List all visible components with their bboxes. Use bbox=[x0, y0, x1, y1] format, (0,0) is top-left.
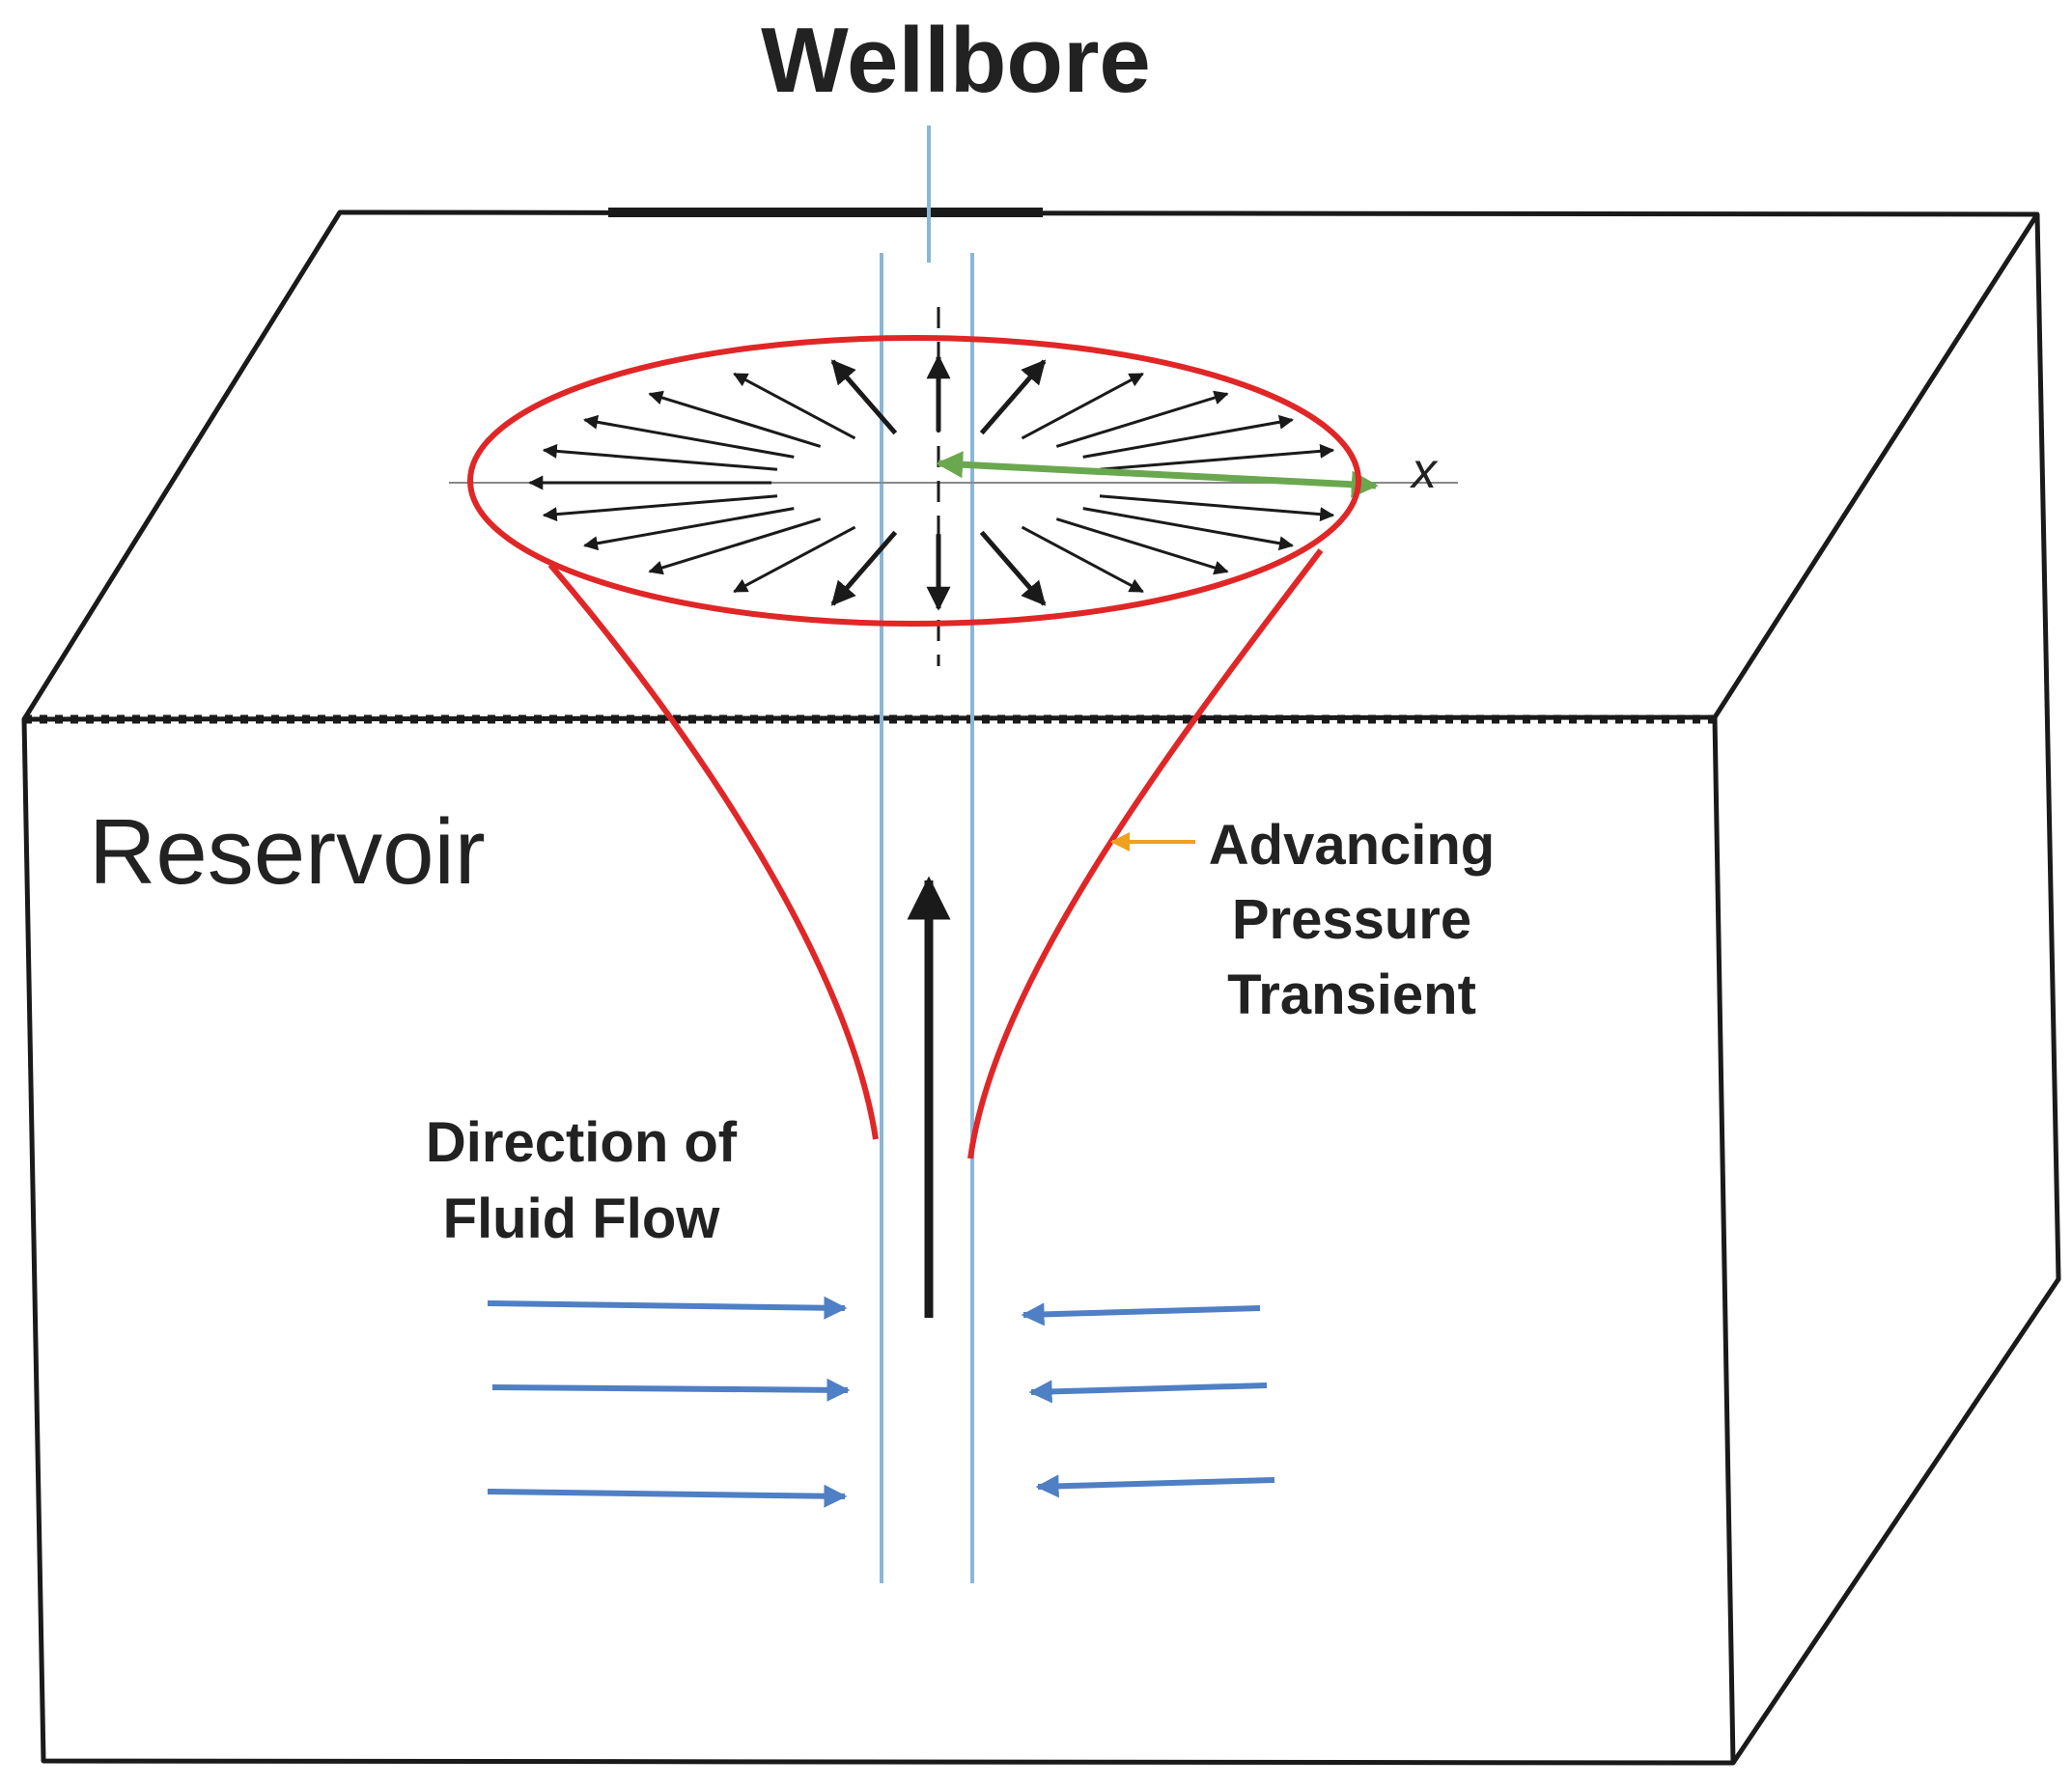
transient-label: Advancing Pressure Transient bbox=[1209, 814, 1496, 1026]
inflow-arrow-left-1 bbox=[487, 1296, 848, 1320]
radial-arrow bbox=[583, 507, 795, 551]
inflow-arrow-right-3 bbox=[1035, 1474, 1275, 1498]
radial-arrow bbox=[1099, 494, 1335, 522]
radial-arrow bbox=[830, 359, 898, 435]
wellbore bbox=[880, 126, 974, 1583]
transient-label-line-1: Advancing bbox=[1209, 814, 1496, 877]
radial-arrow bbox=[583, 414, 795, 459]
block-front-face bbox=[21, 716, 1736, 1766]
block-side-face bbox=[1730, 213, 2061, 1765]
radial-arrow bbox=[1082, 507, 1294, 551]
inflow-arrows bbox=[487, 1296, 1275, 1508]
radial-arrow bbox=[1082, 414, 1294, 459]
inflow-arrow-left-2 bbox=[491, 1378, 851, 1402]
radial-arrow bbox=[979, 359, 1047, 435]
radial-arrow bbox=[830, 530, 898, 606]
radial-arrow bbox=[1021, 372, 1144, 440]
transient-label-line-2: Pressure bbox=[1232, 888, 1471, 951]
flow-label-line-1: Direction of bbox=[426, 1111, 738, 1174]
radial-arrow bbox=[1021, 525, 1144, 594]
pressure-transient bbox=[467, 335, 1361, 1159]
inflow-arrow-left-3 bbox=[487, 1484, 848, 1508]
transient-left-curve bbox=[547, 563, 879, 1140]
radial-arrow bbox=[979, 530, 1047, 606]
x-axis-label: x bbox=[1409, 443, 1439, 499]
radial-arrow bbox=[648, 390, 822, 448]
radius-arrow bbox=[936, 451, 1379, 498]
radial-arrow bbox=[1055, 517, 1229, 575]
axes bbox=[449, 307, 1458, 666]
inflow-arrow-right-1 bbox=[1021, 1302, 1261, 1326]
radial-arrow bbox=[733, 372, 856, 440]
inflow-arrow-right-2 bbox=[1028, 1380, 1268, 1404]
radial-arrow bbox=[542, 443, 778, 471]
reservoir-label: Reservoir bbox=[89, 800, 486, 904]
radial-arrow bbox=[1055, 390, 1229, 448]
wellbore-label: Wellbore bbox=[761, 9, 1151, 112]
reservoir-block bbox=[21, 208, 2061, 1766]
radial-arrow bbox=[1099, 443, 1335, 471]
transient-right-curve bbox=[967, 548, 1324, 1159]
radial-arrow bbox=[648, 517, 822, 575]
radial-arrow bbox=[733, 525, 856, 594]
transient-label-line-3: Transient bbox=[1227, 963, 1476, 1026]
flow-label: Direction of Fluid Flow bbox=[426, 1111, 738, 1250]
flow-label-line-2: Fluid Flow bbox=[443, 1187, 721, 1250]
radial-arrow bbox=[542, 494, 778, 522]
transient-ellipse bbox=[467, 335, 1361, 627]
